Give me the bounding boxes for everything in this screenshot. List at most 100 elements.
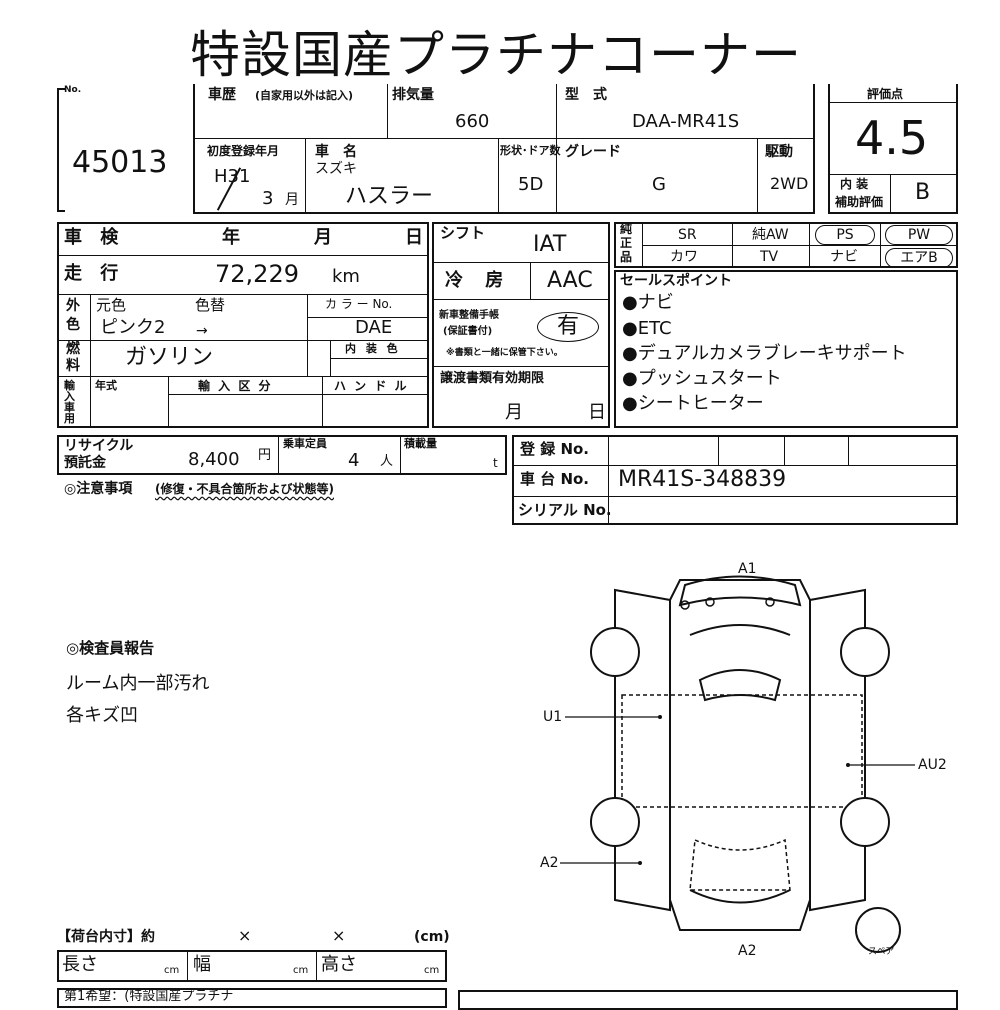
- manual-label-1: 新車整備手帳: [439, 310, 499, 321]
- orig-color-label: 元色: [96, 296, 127, 314]
- inspector-line-1: ルーム内一部汚れ: [66, 673, 210, 694]
- cargo-width-unit: cm: [293, 965, 309, 976]
- displacement-value: 660: [455, 111, 490, 132]
- interior-label-1: 内 装: [840, 177, 869, 191]
- color-label-1: 外: [66, 298, 80, 314]
- interior-label-2: 補助評価: [835, 195, 884, 209]
- color-code-label: カ ラ ー No.: [325, 297, 393, 311]
- car-name-label: 車 名: [315, 144, 357, 160]
- genuine-sr: SR: [678, 227, 697, 243]
- color-label-2: 色: [66, 317, 80, 333]
- history-note: (自家用以外は記入): [255, 89, 354, 102]
- recycle-label-1: リサイクル: [64, 438, 134, 454]
- first-reg-era: H31: [214, 166, 251, 187]
- import-year-label: 年式: [95, 379, 117, 392]
- sales-point-2: ●ETC: [622, 318, 672, 339]
- cargo-length-label: 長さ: [62, 954, 98, 975]
- sales-points-box: [614, 270, 958, 428]
- docs-expiry-day: 日: [588, 402, 606, 423]
- genuine-label-3: 品: [620, 250, 633, 264]
- spare-label: スペア: [868, 947, 895, 957]
- sales-point-4: ●プッシュスタート: [622, 368, 782, 389]
- score-box: [828, 84, 958, 214]
- genuine-navi: ナビ: [830, 249, 858, 265]
- genuine-aw: 純AW: [752, 227, 789, 243]
- registration-grid: [512, 435, 958, 525]
- cargo-x2: ×: [332, 926, 346, 945]
- cargo-unit: (cm): [414, 929, 450, 945]
- manual-value: 有: [557, 314, 580, 339]
- import-handle-label: ハ ン ド ル: [334, 379, 409, 393]
- sales-point-3: ●デュアルカメラブレーキサポート: [622, 343, 907, 364]
- genuine-label-1: 純: [620, 222, 633, 236]
- header-grid: [193, 84, 815, 214]
- mileage-value: 72,229: [215, 260, 299, 288]
- inspection-label: 車 検: [64, 227, 125, 248]
- fuel-label-1: 燃: [66, 341, 80, 357]
- score-value: 4.5: [855, 111, 929, 165]
- score-label: 評価点: [867, 87, 904, 101]
- car-name: ハスラー: [345, 184, 434, 209]
- doors-label: 形状･ドア数: [500, 144, 561, 157]
- cargo-height-unit: cm: [424, 965, 440, 976]
- drive-label: 駆動: [765, 144, 793, 160]
- recycle-grid: [57, 435, 507, 475]
- first-reg-month: 3: [262, 188, 274, 209]
- model-label: 型 式: [565, 87, 607, 103]
- model-value: DAA-MR41S: [632, 111, 740, 132]
- history-label: 車歴: [208, 87, 236, 103]
- cargo-label: 【荷台内寸】約: [57, 929, 155, 945]
- capacity-value: 4: [348, 450, 360, 471]
- capacity-unit: 人: [380, 454, 394, 469]
- mileage-label: 走 行: [64, 263, 125, 284]
- lot-bracket: [57, 88, 65, 212]
- left-mid-grid: [57, 222, 429, 428]
- mark-front: A1: [738, 561, 757, 577]
- page-title: 特設国産プラチナコーナー: [190, 26, 802, 84]
- car-maker: スズキ: [315, 161, 357, 177]
- notes-label: ◎注意事項: [64, 481, 133, 497]
- orig-color-value: ピンク2: [100, 317, 166, 338]
- cargo-length-unit: cm: [164, 965, 180, 976]
- grade-value: G: [652, 174, 666, 195]
- ac-label: 冷 房: [445, 270, 512, 291]
- cargo-x1: ×: [238, 926, 252, 945]
- serial-label: シリアル No.: [518, 501, 612, 519]
- manual-label-2: (保証書付): [443, 326, 493, 337]
- drive-value: 2WD: [770, 174, 809, 193]
- grade-label: グレード: [565, 144, 621, 160]
- sales-points-label: セールスポイント: [620, 273, 732, 289]
- first-reg-month-unit: 月: [285, 192, 299, 208]
- chassis-value: MR41S-348839: [618, 467, 787, 492]
- lot-number: 45013: [72, 145, 168, 180]
- center-mid-grid: [432, 222, 610, 428]
- first-reg-label: 初度登録年月: [207, 144, 280, 158]
- color-code-value: DAE: [355, 317, 393, 338]
- lot-label: No.: [64, 85, 82, 95]
- recycle-value: 8,400: [188, 449, 240, 470]
- fuel-label-2: 料: [66, 358, 80, 374]
- inspector-label: ◎検査員報告: [66, 639, 155, 657]
- mark-left: U1: [543, 709, 563, 725]
- capacity-label: 乗車定員: [283, 437, 327, 450]
- recycle-label-2: 預託金: [64, 455, 106, 471]
- interior-value: B: [915, 180, 931, 205]
- cargo-grid: [57, 950, 447, 982]
- genuine-airbag: エアB: [885, 248, 953, 268]
- genuine-pw: PW: [885, 225, 953, 245]
- color-change-label: 色替: [195, 296, 226, 314]
- bottom-right-box: [458, 990, 958, 1010]
- inspection-month: 月: [314, 227, 332, 248]
- load-unit: t: [493, 456, 498, 470]
- interior-color-label: 内 装 色: [345, 342, 401, 355]
- shift-label: シフト: [440, 224, 486, 242]
- mark-right: AU2: [918, 757, 947, 773]
- chassis-label: 車 台 No.: [520, 470, 590, 488]
- displacement-label: 排気量: [392, 87, 434, 103]
- color-arrow: →: [196, 323, 208, 339]
- manual-note: ※書類と一緒に保管下さい。: [446, 348, 563, 358]
- inspector-line-2: 各キズ凹: [66, 705, 138, 726]
- car-diagram: [560, 575, 915, 953]
- sales-point-5: ●シートヒーター: [622, 393, 764, 414]
- fuel-value: ガソリン: [125, 345, 214, 370]
